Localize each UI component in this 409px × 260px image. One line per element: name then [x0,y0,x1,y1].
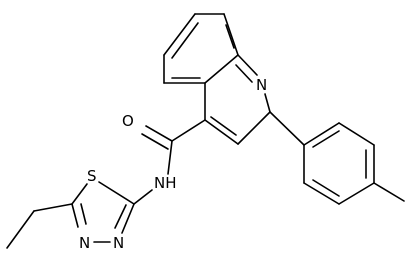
thiadiazole-sulfur-label: S [87,167,97,185]
thiadiazole-n3-label: N [113,234,124,252]
bond [303,122,340,146]
bond [269,111,305,146]
bond [373,182,405,202]
bond [225,24,235,49]
bond [210,116,237,136]
bonds [6,13,405,249]
quinoline-nitrogen-label: N [256,76,267,94]
bond [145,125,173,142]
bond [33,203,73,212]
bond [303,182,340,205]
bond [264,93,271,113]
bond [167,140,173,175]
bond [71,183,88,205]
bond [338,122,375,146]
bond [6,210,35,249]
bond [71,203,79,228]
bond [121,203,135,234]
bond [163,13,196,56]
bond [133,189,153,205]
bond [223,13,239,56]
carbonyl-oxygen-label: O [122,112,134,130]
atom-labels: N O NH S N N [79,76,267,252]
bond [312,179,340,197]
bond [312,130,340,148]
bond [114,204,127,229]
bond [338,182,375,205]
bond [171,119,206,142]
amide-nh-label: NH [154,174,177,192]
bond [204,54,239,84]
thiadiazole-n4-label: N [79,234,90,252]
bond [141,133,169,150]
bond [204,119,239,145]
bond [80,203,87,225]
bond [98,181,135,205]
bond [235,64,253,83]
bond [237,111,271,145]
bond [237,54,258,76]
bond [171,22,199,59]
